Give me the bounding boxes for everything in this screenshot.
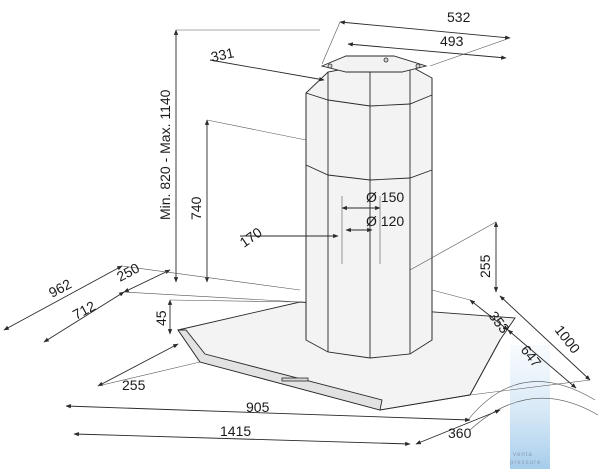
top-bracket — [320, 55, 428, 73]
label-min-max: Min. 820 - Max. 1140 — [157, 89, 173, 220]
label-1415: 1415 — [220, 423, 251, 439]
dimension-lines — [3, 20, 591, 447]
label-dia-150: Ø 150 — [366, 189, 404, 205]
label-962: 962 — [46, 275, 74, 300]
label-712: 712 — [70, 297, 98, 322]
label-493: 493 — [440, 33, 464, 49]
watermark-line2: pressure — [510, 460, 541, 466]
label-331: 331 — [209, 44, 235, 65]
label-740: 740 — [188, 196, 204, 220]
label-170: 170 — [237, 224, 265, 251]
control-panel — [281, 377, 309, 382]
label-532: 532 — [447, 9, 471, 25]
label-250: 250 — [114, 259, 142, 284]
hood-chimney — [305, 63, 433, 359]
label-1000: 1000 — [552, 322, 584, 357]
label-255-left: 255 — [122, 377, 146, 393]
label-360: 360 — [448, 425, 472, 441]
watermark-line1: venta — [513, 452, 533, 458]
label-45: 45 — [153, 310, 169, 326]
label-255-right: 255 — [477, 254, 493, 278]
label-905: 905 — [246, 399, 270, 415]
label-dia-120: Ø 120 — [366, 213, 404, 229]
